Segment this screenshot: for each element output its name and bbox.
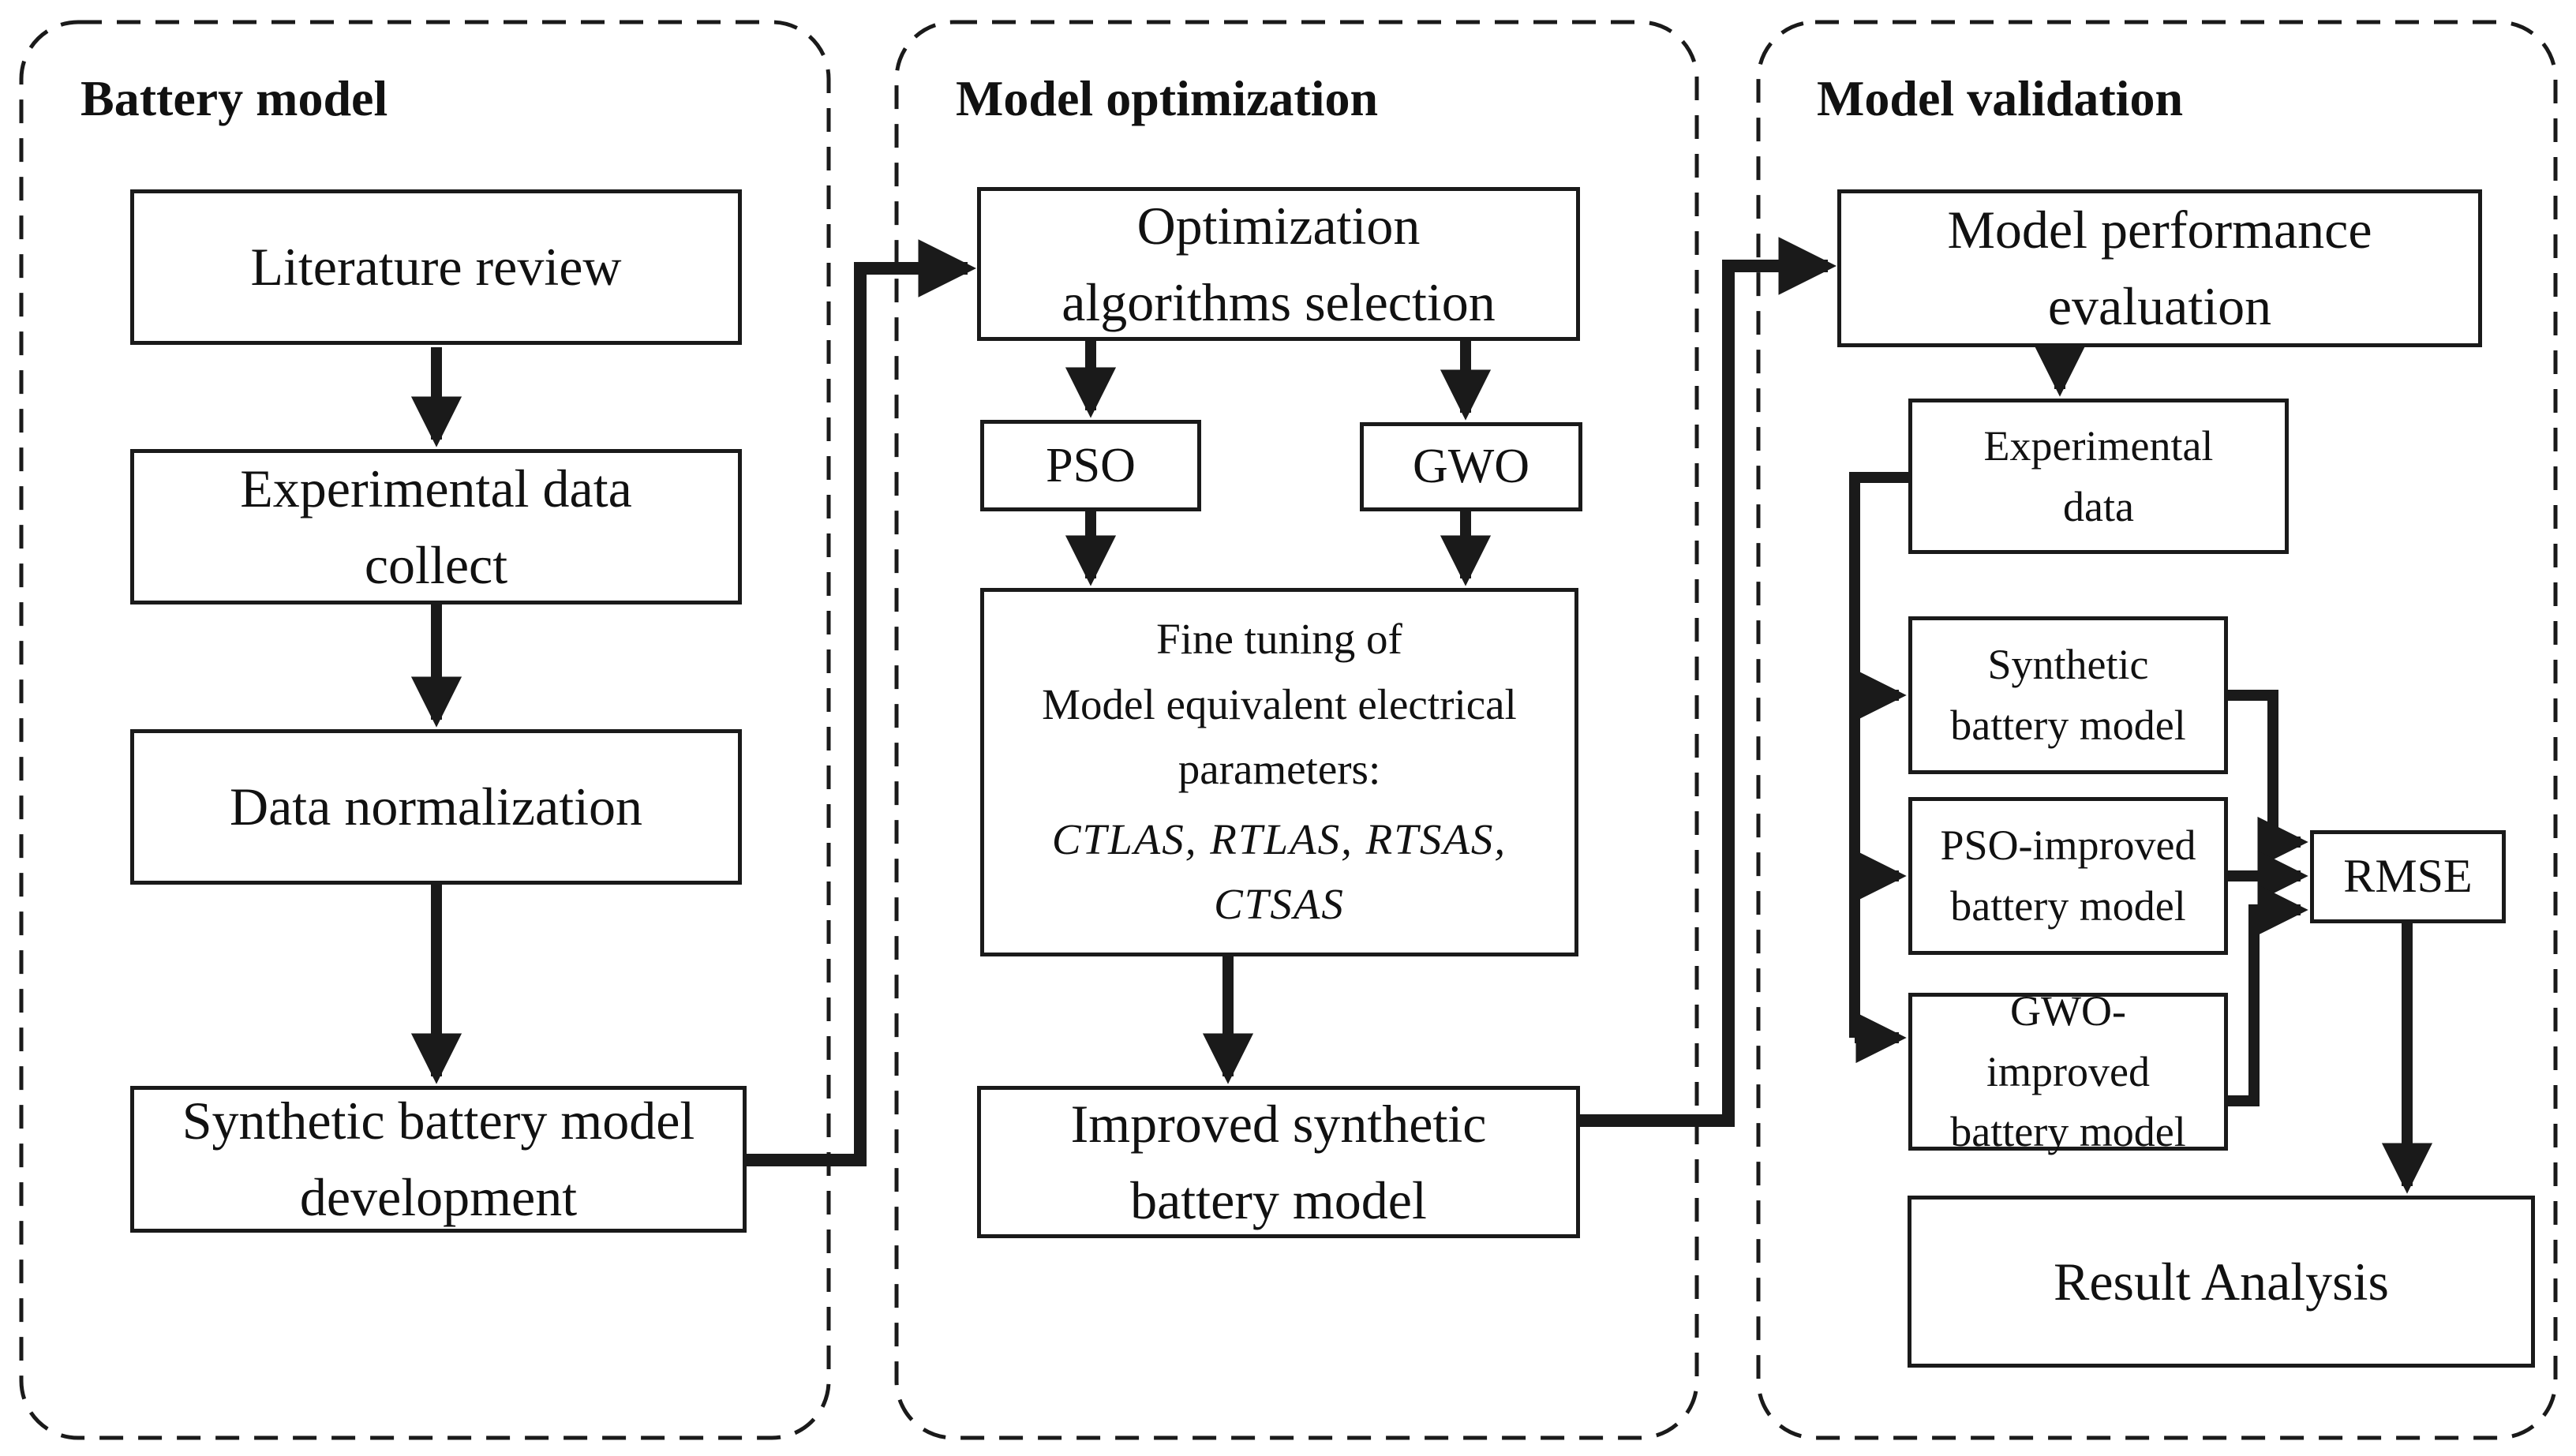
- title-battery-model: Battery model: [80, 70, 388, 126]
- fine-tuning-parameters: CTLAS, RTLAS, RTSAS, CTSAS: [1051, 814, 1507, 929]
- box-fine-tuning: Fine tuning of Model equivalent electric…: [980, 588, 1578, 956]
- box-optimization-algorithms-selection: Optimization algorithms selection: [977, 187, 1580, 341]
- fine-tuning-text: Fine tuning of Model equivalent electric…: [1042, 615, 1517, 794]
- box-result-analysis: Result Analysis: [1908, 1196, 2535, 1368]
- box-synthetic-battery-model: Synthetic battery model: [1908, 616, 2228, 774]
- trunk-experimental-data: [1849, 472, 1908, 1038]
- box-improved-synthetic-battery-model: Improved synthetic battery model: [977, 1086, 1580, 1238]
- box-literature-review: Literature review: [130, 189, 742, 345]
- box-synthetic-battery-model-development: Synthetic battery model development: [130, 1086, 747, 1233]
- box-pso: PSO: [980, 420, 1201, 511]
- box-gwo-improved-battery-model: GWO- improved battery model: [1908, 987, 2228, 1155]
- panel-battery-model: [19, 20, 831, 1440]
- connector-synthetic-model-to-rmse: [2228, 690, 2308, 868]
- connector-improved-to-evaluation: [1580, 237, 1837, 1127]
- box-gwo: GWO: [1360, 422, 1582, 511]
- box-rmse: RMSE: [2310, 830, 2506, 923]
- connector-gwo-improved-to-rmse: [2228, 884, 2308, 1106]
- box-model-performance-evaluation: Model performance evaluation: [1837, 189, 2482, 347]
- title-model-optimization: Model optimization: [956, 70, 1379, 126]
- box-experimental-data: Experimental data: [1908, 399, 2289, 554]
- connector-synthetic-to-optimization: [747, 239, 977, 1166]
- box-experimental-data-collect: Experimental data collect: [130, 449, 742, 604]
- title-model-validation: Model validation: [1817, 70, 2184, 126]
- box-pso-improved-battery-model: PSO-improved battery model: [1908, 797, 2228, 955]
- box-data-normalization: Data normalization: [130, 729, 742, 885]
